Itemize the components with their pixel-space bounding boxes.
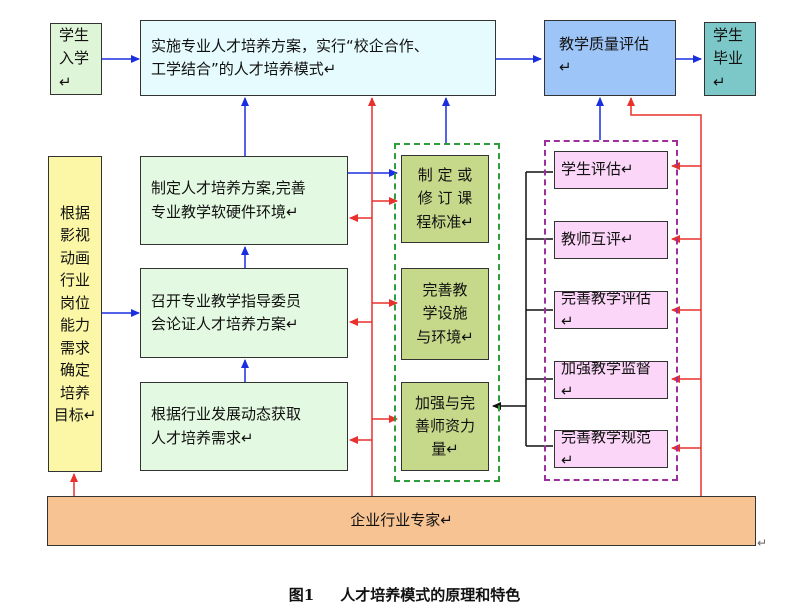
peer-evaluation-box: 教师互评↵ xyxy=(554,221,668,259)
teaching-facilities-box: 完善教 学设施 与环境↵ xyxy=(401,268,489,360)
committee-review-box: 召开专业教学指导委员 会论证人才培养方案↵ xyxy=(140,268,348,358)
end-of-line-mark: ↵ xyxy=(757,536,768,550)
industry-needs-box: 根据 影视 动画 行业 岗位 能力 需求 确定 培养 目标↵ xyxy=(48,156,102,472)
teaching-staff-box: 加强与完 善师资力 量↵ xyxy=(401,382,489,471)
black-connector xyxy=(492,171,553,447)
teaching-supervision-box: 加强教学监督↵ xyxy=(554,361,668,399)
blue-connectors xyxy=(102,55,702,382)
teaching-conditions-group xyxy=(394,143,500,482)
obtain-needs-box: 根据行业发展动态获取 人才培养需求↵ xyxy=(140,382,348,471)
teaching-standards-box: 完善教学规范↵ xyxy=(554,430,668,468)
enterprise-experts-box: 企业行业专家↵ xyxy=(47,496,756,546)
improve-evaluation-box: 完善教学评估↵ xyxy=(554,291,668,329)
figure-caption: 图1 人才培养模式的原理和特色 xyxy=(288,586,521,604)
red-vertical-right xyxy=(627,97,702,496)
student-enrollment-box: 学生 入学↵ xyxy=(50,23,102,95)
formulate-plan-box: 制定人才培养方案,完善 专业教学软硬件环境↵ xyxy=(140,156,348,245)
student-evaluation-box: 学生评估↵ xyxy=(554,151,668,189)
curriculum-standards-box: 制 定 或 修 订 课 程标准↵ xyxy=(401,155,489,243)
quality-monitoring-group xyxy=(544,140,678,481)
teaching-quality-evaluation-box: 教学质量评估↵ xyxy=(544,20,676,96)
implement-plan-box: 实施专业人才培养方案，实行“校企合作、 工学结合”的人才培养模式↵ xyxy=(140,20,496,96)
student-graduation-box: 学生 毕业↵ xyxy=(704,22,756,96)
